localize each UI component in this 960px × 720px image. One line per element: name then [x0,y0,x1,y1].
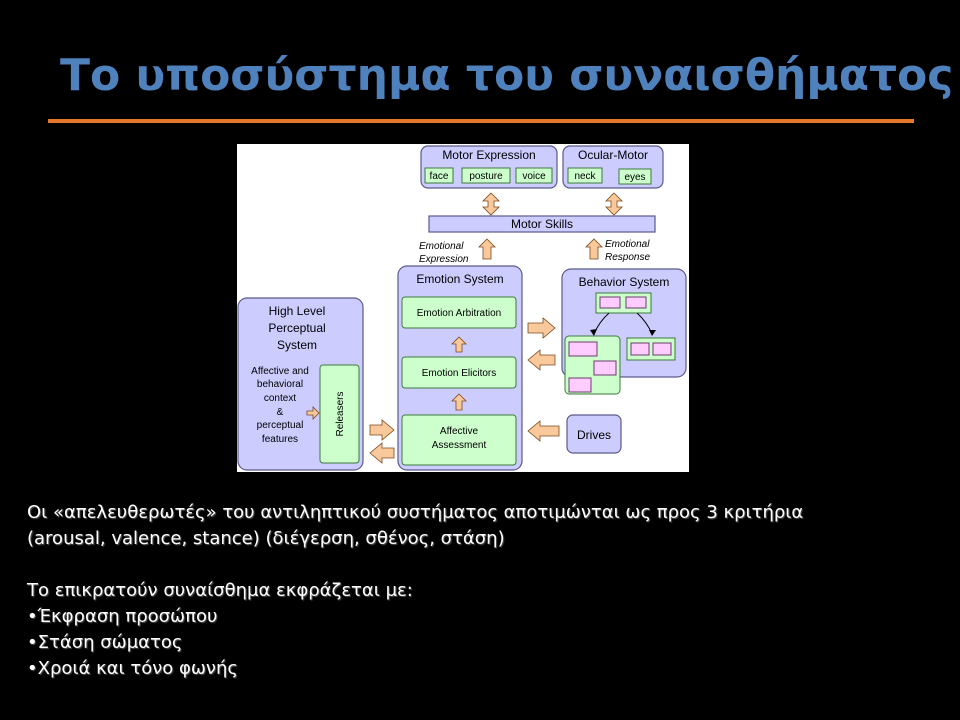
context-line1: Affective and [251,366,309,377]
emotional-expression-arrow [478,238,496,260]
context-line4: & [277,407,284,418]
drives-to-assessment-arrow [527,420,560,442]
lead-text: Το επικρατούν συναίσθημα εκφράζεται με: [27,580,413,601]
perceptual-title-line2: Perceptual [268,321,325,335]
behavior-system-box: Behavior System [561,268,687,395]
drives-box: Drives [566,414,622,454]
diagram-canvas: .sys { fill: #ccccff; stroke: #5a5a8c; s… [237,145,687,471]
context-to-releasers-arrow [306,406,320,420]
motor-skills-label: Motor Skills [511,217,573,231]
neck-node: neck [574,171,596,182]
title-underline [48,119,914,123]
emotion-system-box: Emotion System Emotion Arbitration Emoti… [397,265,523,471]
bullet-item: •Στάση σώματος [27,632,183,653]
perceptual-to-assessment-arrow [369,419,395,441]
emotion-arbitration-node: Emotion Arbitration [417,308,502,319]
eyes-node: eyes [624,172,645,183]
affective-assessment-line1: Affective [440,426,479,437]
behavior-to-emotion-arrow [527,349,556,371]
emotional-expression-label-line2: Expression [419,254,469,265]
motor-expression-title: Motor Expression [442,148,535,162]
emotional-response-arrow [585,238,603,260]
assessment-elicitors-arrow [451,393,467,411]
bullet-item: •Χροιά και τόνο φωνής [27,658,238,679]
behavior-system-title: Behavior System [579,275,670,289]
ocular-motor-skills-arrow [605,192,623,216]
perceptual-title-line1: High Level [269,304,326,318]
emotion-system-diagram: .sys { fill: #ccccff; stroke: #5a5a8c; s… [237,144,689,472]
context-line6: features [262,434,298,445]
elicitors-arbitration-arrow [451,336,467,353]
drives-label: Drives [577,428,611,442]
voice-node: voice [522,171,546,182]
bullet-item: •Έκφραση προσώπου [27,606,218,627]
releasers-label: Releasers [335,391,346,436]
emotional-response-label-line2: Response [605,252,650,263]
assessment-to-perceptual-arrow [369,442,395,464]
motor-skills-box: Motor Skills [428,215,656,233]
paragraph-line2: (arousal, valence, stance) (διέγερση, σθ… [27,528,505,549]
motor-expression-skills-arrow [482,192,500,216]
motor-expression-box: Motor Expression face posture voice [420,145,558,189]
context-line2: behavioral [257,379,303,390]
slide-title: Το υποσύστημα του συναισθήματος [60,50,954,101]
perceptual-system-box: High Level Perceptual System Affective a… [237,297,364,471]
paragraph-line1: Οι «απελευθερωτές» του αντιληπτικού συστ… [27,502,804,523]
perceptual-title-line3: System [277,338,317,352]
emotional-expression-label-line1: Emotional [419,241,464,252]
emotion-system-title: Emotion System [416,272,503,286]
context-line3: context [264,393,296,404]
emotion-elicitors-node: Emotion Elicitors [422,368,496,379]
ocular-motor-box: Ocular-Motor neck eyes [562,145,664,189]
emotion-to-behavior-arrow [527,317,556,339]
affective-assessment-line2: Assessment [432,440,487,451]
ocular-motor-title: Ocular-Motor [578,148,648,162]
emotional-response-label-line1: Emotional [605,239,650,250]
posture-node: posture [469,171,503,182]
slide-body: Οι «απελευθερωτές» του αντιληπτικού συστ… [27,500,937,682]
context-line5: perceptual [257,420,304,431]
face-node: face [430,171,449,182]
